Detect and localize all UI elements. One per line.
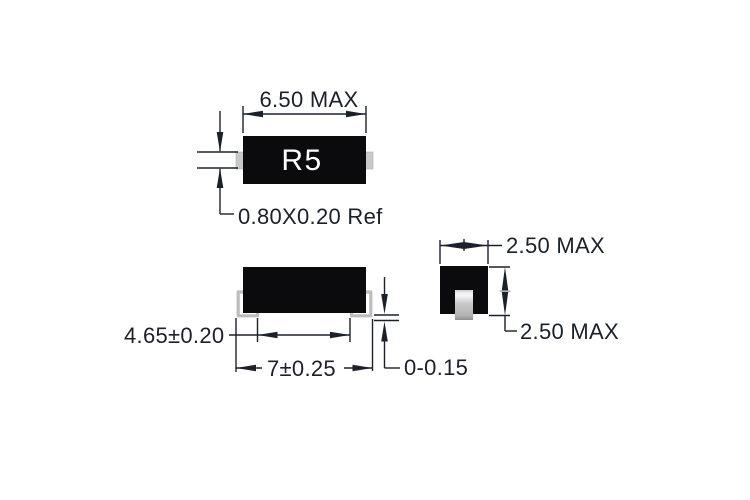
arrowhead-up-icon [381,321,388,342]
dim-label-terminal-ref: 0.80X0.20 Ref [238,204,383,229]
dim-inner-lead-span: 4.65±0.20 [124,318,374,372]
arrowhead-down-icon [501,291,509,316]
end-view: 2.50 MAX 2.50 MAX [439,233,619,344]
arrowhead-right-icon [464,242,488,249]
dim-label-standoff: 0-0.15 [404,355,468,380]
dim-end-width: 2.50 MAX [439,233,605,264]
dim-end-height: 2.50 MAX [489,266,619,344]
dim-label-inner-lead-span: 4.65±0.20 [124,323,224,348]
arrowhead-right-icon [330,331,350,339]
right-terminal-tab [365,151,374,170]
dim-terminal-ref: 0.80X0.20 Ref [197,111,383,229]
arrowhead-left-icon [257,331,278,339]
arrowhead-down-icon [216,132,224,152]
top-view: 6.50 MAX R5 0.80X0.20 Ref [197,87,383,229]
package-body-top [243,136,366,184]
left-lead [236,290,260,318]
side-view: 4.65±0.20 7±0.25 0-0.15 [124,267,468,381]
left-terminal-tab [235,151,244,170]
package-marking: R5 [281,144,322,177]
arrowhead-up-icon [501,267,509,291]
arrowhead-left-icon [440,242,464,249]
dim-outer-lead-span: 7±0.25 [236,356,373,381]
end-lead [455,290,473,320]
arrowhead-right-icon [346,110,366,118]
dim-label-body-length: 6.50 MAX [259,87,358,112]
arrowhead-left-icon [236,364,256,372]
dim-label-outer-lead-span: 7±0.25 [267,356,336,381]
package-body-side [243,267,366,313]
dim-label-end-height: 2.50 MAX [520,319,619,344]
right-lead [349,290,373,318]
arrowhead-down-icon [381,294,388,314]
arrowhead-right-icon [352,364,373,372]
arrowhead-left-icon [243,110,263,118]
dim-standoff: 0-0.15 [374,277,468,380]
dim-label-end-width: 2.50 MAX [506,233,605,258]
dim-body-length: 6.50 MAX [242,87,367,133]
